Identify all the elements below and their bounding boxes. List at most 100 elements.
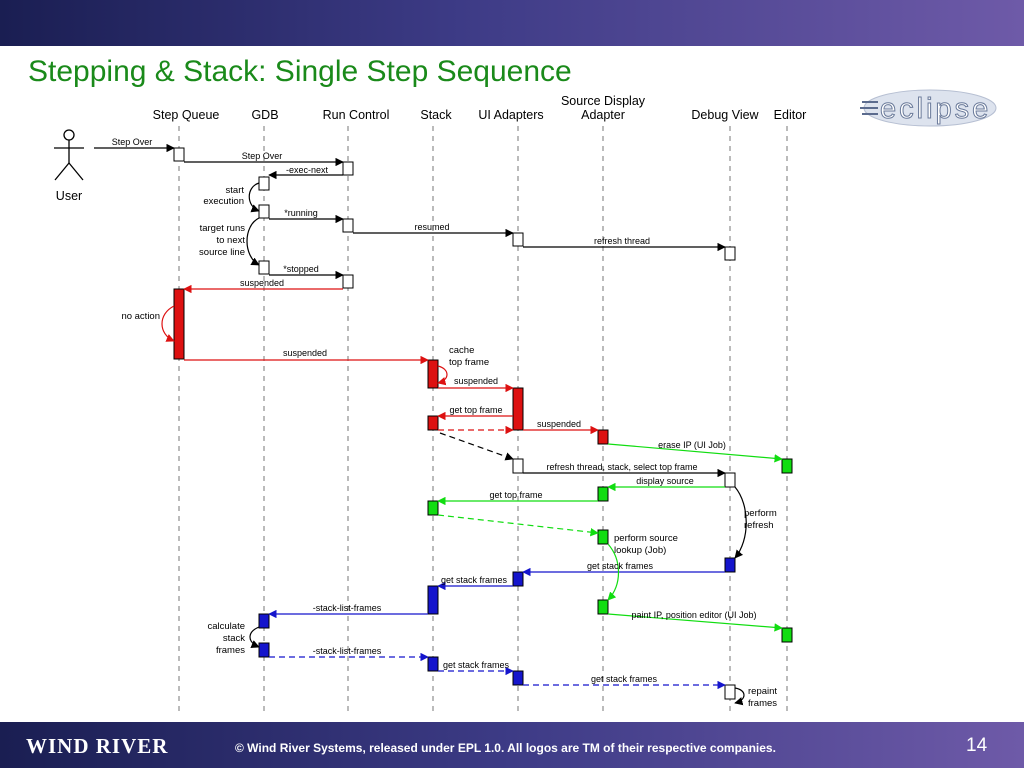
activation-stack-5 bbox=[427, 656, 439, 672]
activation-gdb-3 bbox=[258, 260, 270, 275]
message-label: refresh thread, stack, select top frame bbox=[546, 462, 697, 472]
note-target-runs: to next bbox=[216, 235, 245, 246]
note-target-runs: target runs bbox=[200, 223, 246, 234]
message-label: suspended bbox=[537, 419, 581, 429]
eclipse-logo: eclipse bbox=[860, 89, 997, 127]
message-label: Step Over bbox=[242, 151, 283, 161]
self-call-arc bbox=[249, 626, 260, 648]
activation-queue-1 bbox=[173, 147, 185, 162]
note-no-action: no action bbox=[121, 311, 160, 322]
activation-run-2 bbox=[342, 218, 354, 233]
note-start-execution: execution bbox=[203, 196, 244, 207]
activation-stack-2 bbox=[427, 415, 439, 431]
lane-label-ui-adapters: UI Adapters bbox=[478, 108, 543, 122]
lane-label-step-queue: Step Queue bbox=[153, 108, 220, 122]
message-label: display source bbox=[636, 476, 694, 486]
activation-run-1 bbox=[342, 161, 354, 176]
lane-label-editor: Editor bbox=[774, 108, 807, 122]
message-label: get stack frames bbox=[587, 561, 654, 571]
message-label: -exec-next bbox=[286, 165, 329, 175]
message-label: *stopped bbox=[283, 264, 319, 274]
activation-src-1 bbox=[597, 429, 609, 445]
activation-ui-3 bbox=[512, 458, 524, 474]
lane-label-gdb: GDB bbox=[251, 108, 278, 122]
message-label: suspended bbox=[240, 278, 284, 288]
activation-ui-4 bbox=[512, 571, 524, 587]
note-cache-top-frame: cache bbox=[449, 345, 474, 356]
activation-ui-1 bbox=[512, 232, 524, 247]
activation-ui-2 bbox=[512, 387, 524, 431]
top-banner bbox=[0, 0, 1024, 46]
message-arrow bbox=[437, 514, 599, 537]
note-target-runs: source line bbox=[199, 247, 245, 258]
actor-label-user: User bbox=[56, 189, 82, 203]
note-cache-top-frame: top frame bbox=[449, 357, 489, 368]
activation-gdb-2 bbox=[258, 204, 270, 219]
note-perform-refresh: perform bbox=[744, 508, 777, 519]
self-call-arc bbox=[437, 365, 448, 386]
self-call-arc bbox=[734, 687, 745, 706]
message-label: Step Over bbox=[112, 137, 153, 147]
note-calculate-stack-frames: stack bbox=[223, 633, 245, 644]
bottom-banner bbox=[0, 722, 1024, 768]
message-label: get stack frames bbox=[591, 674, 658, 684]
note-calculate-stack-frames: calculate bbox=[208, 621, 246, 632]
activation-stack-1 bbox=[427, 359, 439, 389]
activation-queue-2 bbox=[173, 288, 185, 360]
message-label: get top frame bbox=[449, 405, 502, 415]
note-perform-source-lookup: lookup (Job) bbox=[614, 545, 666, 556]
lane-label-source-display-line2: Adapter bbox=[581, 108, 625, 122]
note-perform-source-lookup: perform source bbox=[614, 533, 678, 544]
slide-title: Stepping & Stack: Single Step Sequence bbox=[28, 55, 572, 88]
message-label: erase IP (UI Job) bbox=[658, 440, 726, 450]
lane-label-run-control: Run Control bbox=[323, 108, 390, 122]
message-label: paint IP, position editor (UI Job) bbox=[632, 610, 757, 620]
note-calculate-stack-frames: frames bbox=[216, 645, 245, 656]
activation-gdb-1 bbox=[258, 176, 270, 191]
footer-copyright: © Wind River Systems, released under EPL… bbox=[235, 741, 776, 755]
activation-gdb-4 bbox=[258, 613, 270, 629]
self-call-arc bbox=[246, 217, 260, 266]
note-start-execution: start bbox=[226, 185, 245, 196]
activation-run-3 bbox=[342, 274, 354, 289]
activation-debug-2 bbox=[724, 472, 736, 488]
activation-src-4 bbox=[597, 599, 609, 615]
message-arrow bbox=[439, 432, 514, 461]
activation-debug-4 bbox=[724, 684, 736, 700]
message-label: -stack-list-frames bbox=[313, 646, 382, 656]
message-arrow bbox=[607, 443, 783, 463]
message-label: refresh thread bbox=[594, 236, 650, 246]
activation-ui-5 bbox=[512, 670, 524, 686]
self-call-arc bbox=[734, 486, 747, 559]
activation-editor-2 bbox=[781, 627, 793, 643]
lane-label-debug-view: Debug View bbox=[691, 108, 759, 122]
activation-debug-3 bbox=[724, 557, 736, 573]
message-label: resumed bbox=[414, 222, 449, 232]
stick-figure-icon bbox=[54, 129, 84, 181]
page-number: 14 bbox=[966, 735, 988, 756]
activation-src-2 bbox=[597, 486, 609, 502]
note-perform-refresh: refresh bbox=[744, 520, 774, 531]
message-label: suspended bbox=[454, 376, 498, 386]
activation-editor-1 bbox=[781, 458, 793, 474]
note-repaint-frames: frames bbox=[748, 698, 777, 709]
lane-label-stack: Stack bbox=[420, 108, 452, 122]
message-label: suspended bbox=[283, 348, 327, 358]
note-repaint-frames: repaint bbox=[748, 686, 777, 697]
sequence-diagram: Step Queue GDB Run Control Stack UI Adap… bbox=[54, 94, 807, 716]
self-call-arc bbox=[248, 182, 260, 213]
logo-text: eclipse bbox=[880, 93, 991, 125]
activation-stack-4 bbox=[427, 585, 439, 615]
message-label: get top frame bbox=[489, 490, 542, 500]
activation-debug-1 bbox=[724, 246, 736, 261]
activation-gdb-5 bbox=[258, 642, 270, 658]
lane-label-source-display-line1: Source Display bbox=[561, 94, 646, 108]
message-label: *running bbox=[284, 208, 318, 218]
message-arrow bbox=[607, 613, 783, 632]
message-label: get stack frames bbox=[443, 660, 510, 670]
activation-stack-3 bbox=[427, 500, 439, 516]
message-label: get stack frames bbox=[441, 575, 508, 585]
self-call-arc bbox=[161, 305, 175, 342]
activation-src-3 bbox=[597, 529, 609, 545]
message-label: -stack-list-frames bbox=[313, 603, 382, 613]
